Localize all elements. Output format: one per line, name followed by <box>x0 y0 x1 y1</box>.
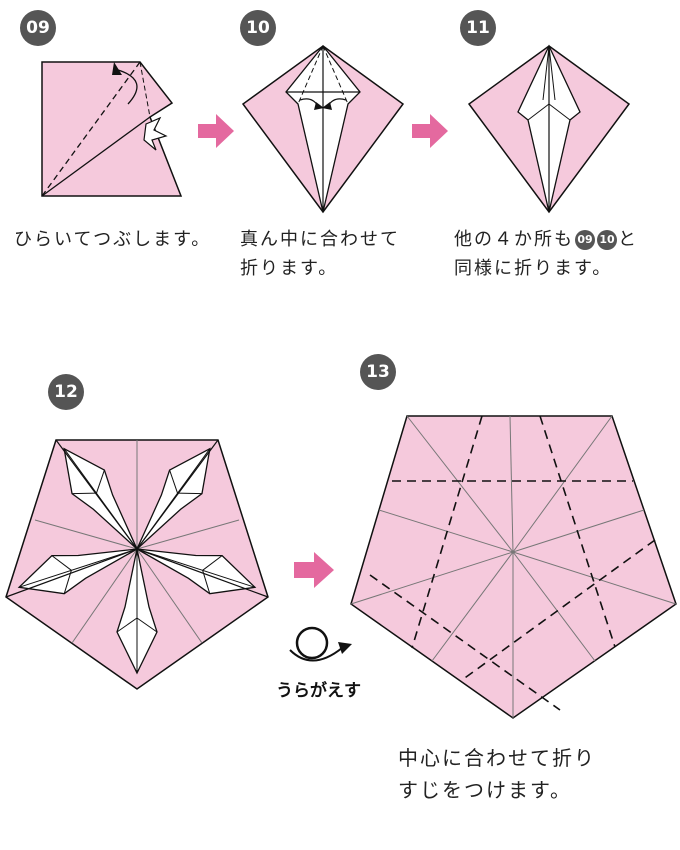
step-09-caption: ひらいてつぶします。 <box>14 229 212 250</box>
step-10-caption-line-2: 折ります。 <box>240 258 339 279</box>
step-09-ref-badge: 09 <box>575 229 595 250</box>
step-13-caption-line-2: すじをつけます。 <box>398 778 572 802</box>
step-11-badge: 11 <box>460 10 496 46</box>
step-10-caption-line-1: 真ん中に合わせて <box>240 229 400 250</box>
flip-over-label: うらがえす <box>276 681 361 701</box>
step-11-caption-text: 他の４か所も <box>454 229 574 250</box>
step-13-badge: 13 <box>360 354 396 390</box>
step-10-ref-badge: 10 <box>597 229 617 250</box>
step-11-caption-tail: と <box>618 229 638 250</box>
step-13-caption-line-1: 中心に合わせて折り <box>398 746 596 770</box>
step-12-badge: 12 <box>48 374 84 410</box>
step-09-badge: 09 <box>20 10 56 46</box>
step-10-badge: 10 <box>240 10 276 46</box>
step-11-caption-line-2: 同様に折ります。 <box>454 258 613 279</box>
